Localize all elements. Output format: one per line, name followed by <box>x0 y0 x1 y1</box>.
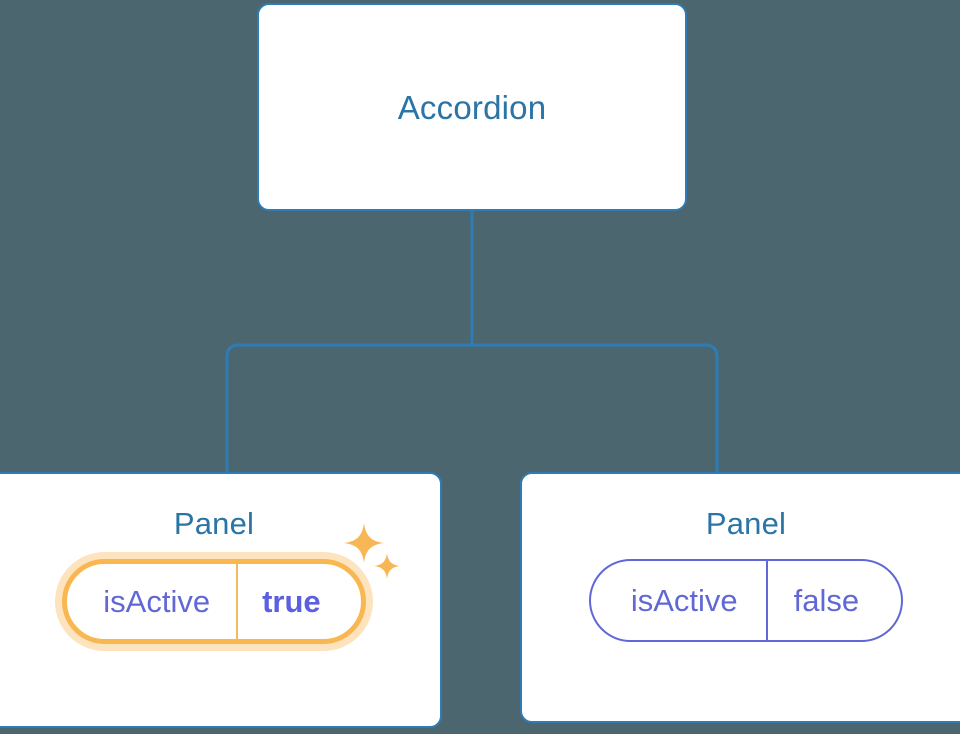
node-accordion[interactable]: Accordion <box>257 3 687 211</box>
prop-key-label: isActive <box>630 583 738 618</box>
prop-pill-isactive-false[interactable]: isActive false <box>588 559 904 642</box>
node-accordion-title: Accordion <box>397 88 547 126</box>
node-panel-active[interactable]: Panel isActive true <box>0 472 442 728</box>
node-panel-inactive-title: Panel <box>705 506 787 541</box>
prop-value-label: false <box>765 561 901 640</box>
node-panel-inactive[interactable]: Panel isActive false <box>520 472 960 723</box>
sparkle-icon <box>373 553 400 579</box>
node-panel-active-title: Panel <box>173 506 255 541</box>
prop-pill-wrapper-inactive: isActive false <box>588 559 904 642</box>
connector-branch-bus <box>225 343 719 472</box>
prop-value-label: true <box>236 564 361 639</box>
prop-pill-isactive-true[interactable]: isActive true <box>62 559 366 644</box>
sparkle-icon <box>343 523 384 563</box>
prop-key-label: isActive <box>103 584 211 619</box>
prop-pill-wrapper-active: isActive true <box>62 523 400 644</box>
